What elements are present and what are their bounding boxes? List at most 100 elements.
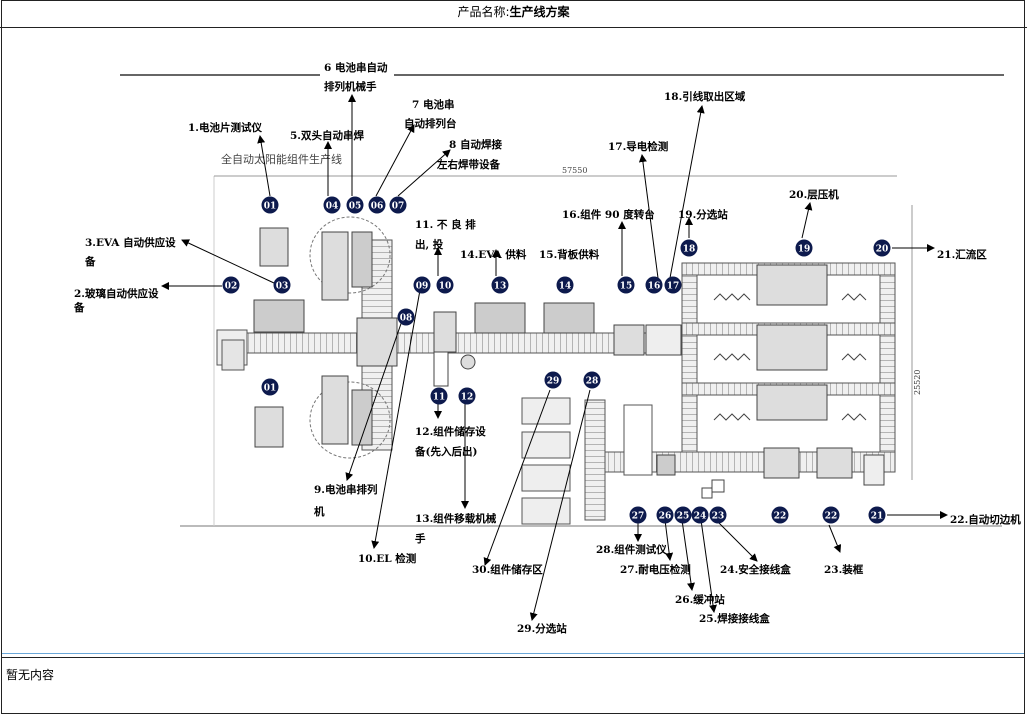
label-1: 1.电池片测试仪 [188,121,262,134]
label-21: 21.汇流区 [937,248,987,261]
station-marker-11 [430,387,448,405]
station-number-17: 17 [667,282,680,292]
station-marker-25 [674,506,692,524]
station-number-23: 23 [712,512,725,522]
label-9: 9.电池串排列机 [314,483,377,518]
station-number-13: 13 [494,282,507,292]
station-number-03: 03 [276,282,289,292]
label-5: 5.双头自动串焊 [290,129,364,142]
station-number-29: 29 [547,377,560,387]
station-marker-05 [346,196,364,214]
station-marker-20 [873,239,891,257]
station-marker-01 [261,196,279,214]
page-header: 产品名称:生产线方案 [0,0,1027,28]
label-14: 14.EVA 供料 [460,248,527,261]
station-number-27: 27 [632,512,645,522]
production-line-diagram: 57550 25520 全自动太阳能组件生产线 [2,28,1025,653]
label-20: 20.层压机 [789,188,839,201]
station-number-05: 05 [349,202,362,212]
label-29: 29.分选站 [517,622,567,635]
station-number-07: 07 [392,202,405,212]
station-number-01: 01 [264,202,277,212]
label-7: 7 电池串自动排列台 [404,98,457,130]
label-18: 18.引线取出区域 [664,90,746,103]
station-number-01-b: 01 [264,384,277,394]
station-number-22: 22 [774,512,787,522]
product-name: 生产线方案 [509,5,570,19]
station-marker-23 [709,506,727,524]
station-number-19: 19 [798,245,811,255]
label-11: 11. 不 良 排出, 投 [415,218,476,251]
station-number-08: 08 [400,314,413,324]
station-marker-07 [389,196,407,214]
station-number-28: 28 [586,377,599,387]
station-marker-02 [222,276,240,294]
station-number-25: 25 [677,512,690,522]
station-number-12: 12 [461,393,474,403]
product-name-label: 产品名称: [457,5,510,19]
station-marker-21 [868,506,886,524]
label-30: 30.组件储存区 [472,563,543,576]
station-marker-24 [691,506,709,524]
station-marker-26 [656,506,674,524]
laminator-loop-right [879,262,896,464]
label-23: 23.装框 [824,563,864,576]
width-dimension: 25520 [913,370,922,395]
label-12: 12.组件储存设备(先入后出) [414,425,486,458]
station-marker-16 [645,276,663,294]
station-number-11: 11 [433,393,446,403]
station-number-15: 15 [620,282,633,292]
station-marker-18 [680,239,698,257]
label-28: 28.组件测试仪 [596,543,667,556]
station-marker-09 [413,276,431,294]
label-10: 10.EL 检测 [358,552,416,565]
label-16: 16.组件 90 度转台 [562,208,655,221]
station-number-14: 14 [559,282,572,292]
station-marker-04 [323,196,341,214]
label-17: 17.导电检测 [608,140,668,153]
station-marker-27 [629,506,647,524]
label-25: 25.焊接接线盒 [699,612,770,625]
label-13: 13.组件移载机械手 [415,512,497,545]
label-3: 3.EVA 自动供应设备 [84,236,176,268]
label-19: 19.分选站 [678,208,728,221]
station-marker-22-b [822,506,840,524]
label-8: 8 自动焊接左右焊带设备 [436,138,502,171]
length-dimension: 57550 [562,166,587,175]
station-marker-15 [617,276,635,294]
station-marker-19 [795,239,813,257]
label-27: 27.耐电压检测 [620,563,691,576]
footer-divider-blue [2,653,1024,654]
station-marker-03 [273,276,291,294]
station-marker-12 [458,387,476,405]
label-6: 6 电池串自动排列机械手 [324,61,388,93]
station-marker-08 [397,308,415,326]
station-number-16: 16 [648,282,661,292]
label-26: 26.缓冲站 [675,593,725,606]
station-number-22-b: 22 [825,512,838,522]
label-24: 24.安全接线盒 [720,563,791,576]
label-2: 2.玻璃自动供应设备 [73,287,159,314]
station-marker-10 [436,276,454,294]
station-marker-06 [368,196,386,214]
station-number-04: 04 [326,202,339,212]
station-number-21: 21 [871,512,884,522]
footer-divider [2,657,1024,658]
line-title: 全自动太阳能组件生产线 [221,152,342,166]
label-15: 15.背板供料 [539,248,600,261]
label-22: 22.自动切边机 [950,513,1021,526]
footer-note: 暂无内容 [6,668,55,682]
station-marker-01-b [261,378,279,396]
station-marker-13 [491,276,509,294]
station-number-06: 06 [371,202,384,212]
station-number-24: 24 [694,512,707,522]
station-marker-14 [556,276,574,294]
laminator-loop-left [681,262,698,464]
station-number-02: 02 [225,282,238,292]
station-marker-17 [664,276,682,294]
station-number-18: 18 [683,245,696,255]
station-number-26: 26 [659,512,672,522]
station-marker-29 [544,371,562,389]
station-number-10: 10 [439,282,452,292]
